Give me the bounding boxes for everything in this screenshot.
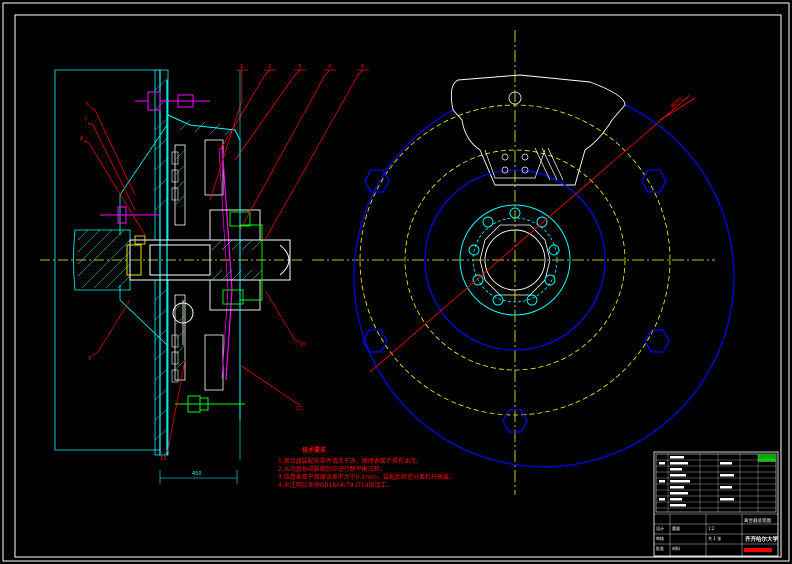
leader-numbers: 1 2 3 4 5 6 7 8 9 10 11 12 (80, 64, 364, 462)
shaft-spline-hatch (211, 239, 263, 281)
hub-splines (171, 151, 179, 383)
leader-label-8: 8 (80, 136, 83, 142)
clutch-cover-bottom (119, 285, 168, 346)
drawing-inner-border (14, 14, 782, 558)
hub-outer-circle (459, 204, 571, 316)
front-view: Ø250 (312, 30, 735, 495)
pressure-plate-lower (204, 334, 224, 391)
leader-label-3: 3 (298, 64, 301, 70)
note-line-1: 1.离合器装配前零件清洗干净，摩擦表面不得有油污。 (278, 457, 422, 465)
hub-inner-circle (484, 229, 546, 291)
leader-label-5: 5 (361, 64, 364, 70)
bolt-pitch-circle (359, 104, 671, 416)
top-bolt (135, 91, 210, 111)
middle-bolt (100, 206, 160, 224)
leader-label-6: 6 (86, 102, 89, 108)
pilot-bearing (126, 244, 142, 276)
release-lever-bolt (222, 211, 251, 305)
clutch-cover-top (119, 124, 168, 235)
title-block-weight: 重量 (672, 525, 680, 531)
notes-title: 技术要求 (302, 446, 327, 454)
title-block-scale: 1:2 (708, 526, 715, 531)
parts-list (655, 453, 777, 513)
leader-label-7: 7 (84, 118, 87, 124)
friction-disc-lower (174, 294, 186, 381)
hub-bolt-holes (468, 207, 560, 306)
leader-label-11: 11 (296, 406, 302, 412)
pressure-plate-cover (167, 114, 241, 420)
notch-detail (484, 147, 564, 181)
flywheel-hex-bolts (362, 169, 670, 433)
dimension-text: 450 (192, 471, 202, 477)
parts-list-cells (659, 456, 734, 507)
title-block-logo-mark (744, 548, 772, 552)
flywheel-notch (450, 74, 626, 186)
parts-list-rows (656, 454, 776, 512)
note-line-3: 3.压盘表面平面度误差不大于0.1mm，装配后检查分离杠杆高度。 (278, 473, 455, 481)
leader-label-1: 1 (240, 64, 243, 70)
flywheel-outer (353, 104, 735, 468)
title-block-approved: 批准 (656, 545, 664, 551)
parts-list-header (758, 454, 776, 462)
leader-label-2: 2 (268, 64, 271, 70)
leader-label-4: 4 (328, 64, 331, 70)
flywheel-hatch (154, 77, 169, 441)
leader-label-12: 12 (160, 456, 166, 462)
flywheel-section-lower (154, 279, 169, 456)
note-line-4: 4.未注明公差按GB1804-79 IT14级加工。 (278, 481, 393, 489)
technical-notes: 技术要求 1.离合器装配前零件清洗干净，摩擦表面不得有油污。 2.从动盘总成装配… (278, 446, 455, 489)
release-sleeve (240, 224, 263, 301)
clutch-disc-circle (424, 169, 606, 351)
title-block-grid (654, 513, 778, 556)
note-line-2: 2.从动盘总成装配后应进行静平衡试验。 (278, 465, 386, 473)
pilot-bearing-box (134, 235, 146, 245)
shaft-end (279, 244, 290, 276)
shaft-hub (149, 244, 211, 276)
pressure-plate-circle (404, 149, 626, 371)
diameter-leader-tail (659, 97, 696, 121)
diameter-leader (369, 94, 691, 373)
leader-label-10: 10 (300, 342, 306, 348)
diaphragm-spring (221, 144, 233, 381)
leader-lines (83, 69, 364, 456)
leader-label-9: 9 (88, 356, 91, 362)
title-block-drawn: 设计 (656, 525, 664, 531)
crankshaft-hatch (77, 229, 131, 289)
title-block: 离合器总装图 齐齐哈尔大学 1:2 共 1 张 设计 审核 批准 重量 材料 (653, 451, 779, 557)
cover-hatch (179, 119, 236, 136)
title-block-drawing-name: 离合器总装图 (744, 517, 771, 524)
title-block-material: 材料 (672, 545, 680, 551)
title-block-frame (653, 451, 779, 557)
title-block-company: 齐齐哈尔大学 (745, 535, 779, 543)
title-block-sheet: 共 1 张 (708, 535, 721, 541)
bottom-dimension (159, 470, 238, 484)
release-bearing-lower (209, 279, 261, 311)
diaphragm-spring-2 (218, 147, 229, 379)
bottom-bolt (175, 395, 245, 413)
crankshaft-flange (73, 229, 131, 291)
friction-disc-upper (174, 144, 186, 226)
section-view: 450 1 2 3 4 5 (40, 64, 369, 484)
notch-hole (508, 91, 522, 105)
title-block-checked: 审核 (656, 535, 664, 541)
